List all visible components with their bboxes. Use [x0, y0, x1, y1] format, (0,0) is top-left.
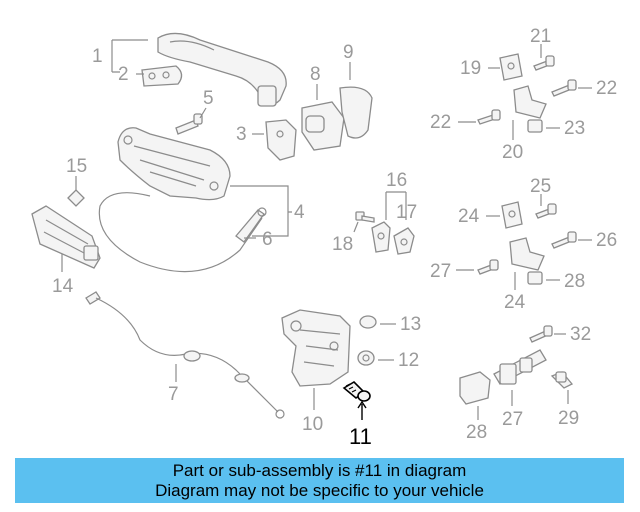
- callout-20[interactable]: 20: [502, 142, 523, 163]
- callout-31[interactable]: 29: [558, 408, 579, 429]
- bolt-part-26: [535, 203, 557, 219]
- handle-frame-part-4: [117, 127, 231, 201]
- lock-cylinder-part-8: [301, 101, 345, 151]
- handle-cover-part: [141, 65, 183, 87]
- hinge-part-20: [513, 85, 547, 119]
- callout-9[interactable]: 9: [343, 42, 354, 63]
- callout-32[interactable]: 32: [570, 324, 591, 345]
- hinge-part-25: [509, 237, 545, 271]
- striker-plate-part: [371, 221, 391, 253]
- callout-24[interactable]: 24: [458, 206, 480, 227]
- bolt-part-21: [533, 55, 555, 71]
- cap-part-28: [527, 271, 543, 285]
- callout-line-18: [353, 221, 359, 233]
- callout-5[interactable]: 5: [203, 88, 214, 109]
- callout-8[interactable]: 8: [310, 64, 321, 85]
- callout-16[interactable]: 16: [386, 170, 407, 191]
- callout-18[interactable]: 18: [332, 234, 353, 255]
- callout-26[interactable]: 25: [530, 176, 551, 197]
- callout-29[interactable]: 27: [502, 409, 523, 430]
- screw-part-18: [355, 211, 375, 223]
- callout-21[interactable]: 21: [530, 26, 551, 47]
- callout-12[interactable]: 12: [398, 350, 419, 371]
- callout-11[interactable]: 11: [349, 424, 372, 449]
- bolt-part-27-right: [551, 231, 577, 249]
- bracket-part-30: [459, 371, 491, 405]
- lower-hinge-part-24: [501, 201, 523, 229]
- bolt-part-32: [529, 325, 553, 343]
- door-latch-part-10: [281, 309, 351, 387]
- callout-13[interactable]: 13: [400, 314, 421, 335]
- callout-1[interactable]: 1: [92, 46, 103, 67]
- callout-27-left[interactable]: 27: [430, 261, 451, 282]
- callout-28[interactable]: 28: [564, 271, 585, 292]
- bolt-part-5: [175, 113, 203, 135]
- callout-22-left[interactable]: 22: [430, 112, 451, 133]
- callout-27-right[interactable]: 26: [596, 230, 617, 251]
- cylinder-cover-part-9: [339, 86, 373, 139]
- grommet-part-15: [67, 189, 85, 207]
- cable-part-6: [98, 192, 267, 273]
- callout-3[interactable]: 3: [236, 124, 247, 145]
- highlighted-bolt-part-11: [342, 380, 371, 402]
- shim-part-17: [393, 227, 415, 255]
- callout-line-11: [357, 400, 367, 420]
- callout-23[interactable]: 23: [564, 118, 585, 139]
- callout-17[interactable]: 17: [396, 202, 417, 223]
- seal-part-13: [359, 315, 377, 329]
- info-banner: Part or sub-assembly is #11 in diagram D…: [15, 458, 624, 503]
- door-check-part-29: [493, 349, 547, 385]
- callout-15[interactable]: 15: [66, 156, 87, 177]
- upper-hinge-part-19: [499, 53, 523, 81]
- outside-handle-part: [157, 32, 287, 107]
- callout-19[interactable]: 19: [460, 58, 481, 79]
- seal-part-12: [357, 350, 375, 366]
- parts-diagram: 1 2 5 3 8 9 4 6 15: [31, 26, 617, 449]
- inside-handle-part-14: [31, 205, 101, 269]
- callout-22-right[interactable]: 22: [596, 78, 617, 99]
- banner-line-2: Diagram may not be specific to your vehi…: [155, 481, 484, 500]
- callout-6[interactable]: 6: [262, 229, 273, 250]
- bolt-part-22-left: [477, 109, 501, 125]
- callout-30[interactable]: 28: [466, 422, 487, 443]
- callout-line-4: [230, 185, 292, 237]
- cap-part-23: [527, 119, 543, 133]
- callout-7[interactable]: 7: [168, 384, 179, 405]
- callout-line-16: [385, 191, 407, 220]
- bolt-part-27-left: [477, 259, 499, 275]
- callout-line-5: [199, 107, 207, 119]
- callout-4[interactable]: 4: [294, 202, 305, 223]
- bolt-part-31: [550, 371, 574, 389]
- callout-14[interactable]: 14: [52, 276, 74, 297]
- callout-25[interactable]: 24: [504, 292, 526, 313]
- callout-line-1: [111, 39, 148, 73]
- callout-10[interactable]: 10: [302, 414, 323, 435]
- cable-part-7: [85, 291, 285, 419]
- bolt-part-22-right: [551, 79, 577, 97]
- bracket-part-3: [265, 119, 297, 161]
- callout-2[interactable]: 2: [118, 64, 129, 85]
- banner-line-1: Part or sub-assembly is #11 in diagram: [172, 461, 467, 480]
